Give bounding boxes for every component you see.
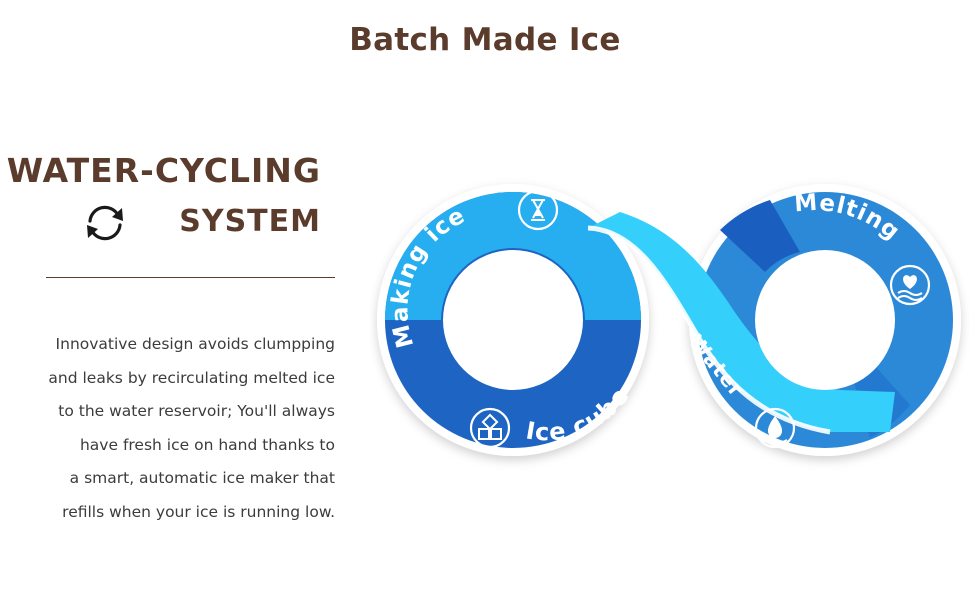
left-loop-hole: [443, 250, 583, 390]
divider: [46, 277, 335, 278]
cycle-arrows-icon: [87, 205, 123, 241]
feature-panel: WATER-CYCLING SYSTEM Innovative design a…: [0, 0, 345, 600]
crossing-band: [588, 212, 895, 432]
water-drop-icon: [754, 407, 796, 449]
feature-heading-line2: SYSTEM: [179, 204, 321, 239]
hourglass-icon: [517, 189, 559, 231]
feature-heading-line1: WATER-CYCLING: [6, 151, 321, 190]
water-cycle-infinity-diagram: Making ice Melting Water Ice cube: [377, 184, 961, 456]
melting-heart-icon: [889, 264, 931, 306]
page-title: Batch Made Ice: [349, 22, 621, 58]
feature-description: Innovative design avoids clumpping and l…: [48, 335, 335, 521]
right-loop-hole: [755, 250, 895, 390]
ice-cubes-icon: [469, 407, 511, 449]
